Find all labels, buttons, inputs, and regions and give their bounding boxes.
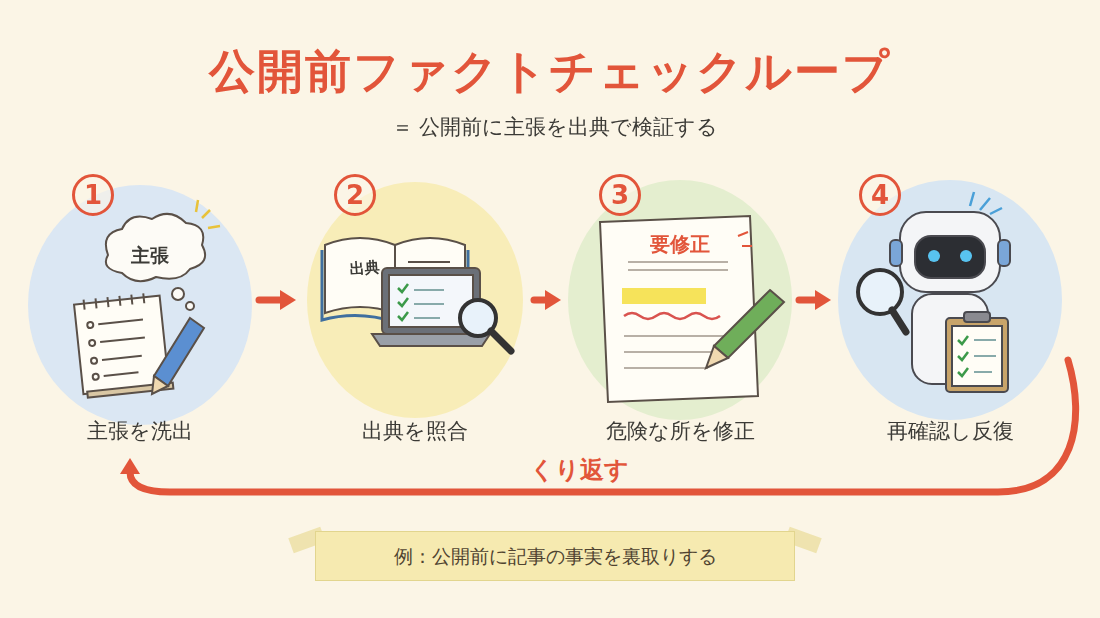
illustration-shape [928, 250, 940, 262]
step-label: 出典を照合 [298, 417, 532, 445]
arrowhead [120, 458, 140, 474]
illustration-shape [106, 214, 205, 281]
illustration-shape [196, 200, 220, 228]
step-label: 再確認し反復 [833, 417, 1067, 445]
illustration-shape [74, 296, 169, 394]
illustration-shape [952, 326, 1002, 386]
connector-line [259, 297, 282, 304]
illustration-shape [900, 212, 1000, 292]
illustration-shape [892, 310, 906, 332]
subtitle: ＝ 公開前に主張を出典で検証する [392, 113, 719, 141]
illustration-shape [398, 284, 408, 320]
note-text: 例：公開前に記事の事実を裏取りする [394, 545, 717, 567]
illustration-shape [624, 336, 728, 368]
illustration-shape [491, 331, 511, 351]
callout-number: 2 [334, 174, 376, 216]
connector [259, 290, 296, 310]
arrowhead [815, 290, 831, 310]
callout-number: 3 [599, 174, 641, 216]
connector-line [799, 297, 817, 304]
illustration-shape [714, 290, 784, 358]
illustration-shape [946, 318, 1008, 392]
callout-number: 1 [72, 174, 114, 216]
illustration-shape [98, 319, 143, 324]
illustration-shape [622, 288, 706, 304]
illustration-shape [600, 216, 758, 402]
title: 公開前ファクトチェックループ [209, 41, 891, 103]
illustration-label: 出典 [350, 258, 381, 279]
illustration-shape [74, 291, 174, 398]
illustration-shape [89, 340, 96, 347]
edge-label: くり返す [526, 454, 633, 486]
process-step: 4 再確認し反復 [833, 170, 1067, 455]
robot-illustration [858, 192, 1010, 392]
illustration-shape [84, 293, 145, 309]
illustration-shape [838, 180, 1062, 420]
illustration-shape [915, 236, 985, 278]
illustration-shape [102, 356, 142, 360]
process-step: 2 出典を照合 [298, 170, 532, 455]
illustration-shape [307, 182, 523, 418]
illustration-shape [100, 337, 145, 342]
connector [799, 290, 831, 310]
illustration-shape [28, 185, 252, 425]
arrowhead [545, 290, 561, 310]
illustration-shape [104, 372, 139, 376]
fix-illustration [600, 216, 784, 402]
illustration-shape [964, 312, 990, 322]
step-label: 危険な所を修正 [563, 417, 797, 445]
process-step: 3 危険な所を修正 [563, 170, 797, 455]
illustration-shape [154, 318, 204, 386]
illustration-shape [568, 180, 792, 420]
illustration-shape [706, 346, 728, 368]
illustration-shape [172, 288, 184, 300]
illustration-shape [152, 376, 168, 394]
process-step: 1 主張を洗出 [23, 170, 257, 455]
connector [120, 360, 1076, 492]
claim-illustration [74, 200, 220, 398]
illustration-shape [91, 358, 98, 365]
illustration-shape [970, 192, 1002, 214]
illustration-shape [858, 270, 902, 314]
illustration-shape [960, 250, 972, 262]
illustration-label: 主張 [131, 243, 169, 269]
callout-number: 4 [859, 174, 901, 216]
illustration-shape [87, 322, 94, 329]
illustration-shape [974, 340, 996, 372]
connector [534, 290, 561, 310]
note-box: 例：公開前に記事の事実を裏取りする [315, 531, 795, 581]
step-label: 主張を洗出 [23, 417, 257, 445]
illustration-shape [738, 232, 752, 246]
illustration-shape [414, 290, 444, 318]
illustration-label: 要修正 [650, 231, 710, 258]
illustration-shape [958, 336, 968, 376]
illustration-shape [998, 240, 1010, 266]
source-illustration [322, 238, 511, 351]
illustration-shape [624, 313, 720, 319]
step-blobs [28, 180, 1062, 425]
arrowhead [280, 290, 296, 310]
illustration-shape [628, 262, 728, 270]
illustration-shape [890, 240, 902, 266]
illustration-shape [92, 373, 99, 380]
loop-line [130, 360, 1076, 492]
illustration-shape [186, 302, 194, 310]
